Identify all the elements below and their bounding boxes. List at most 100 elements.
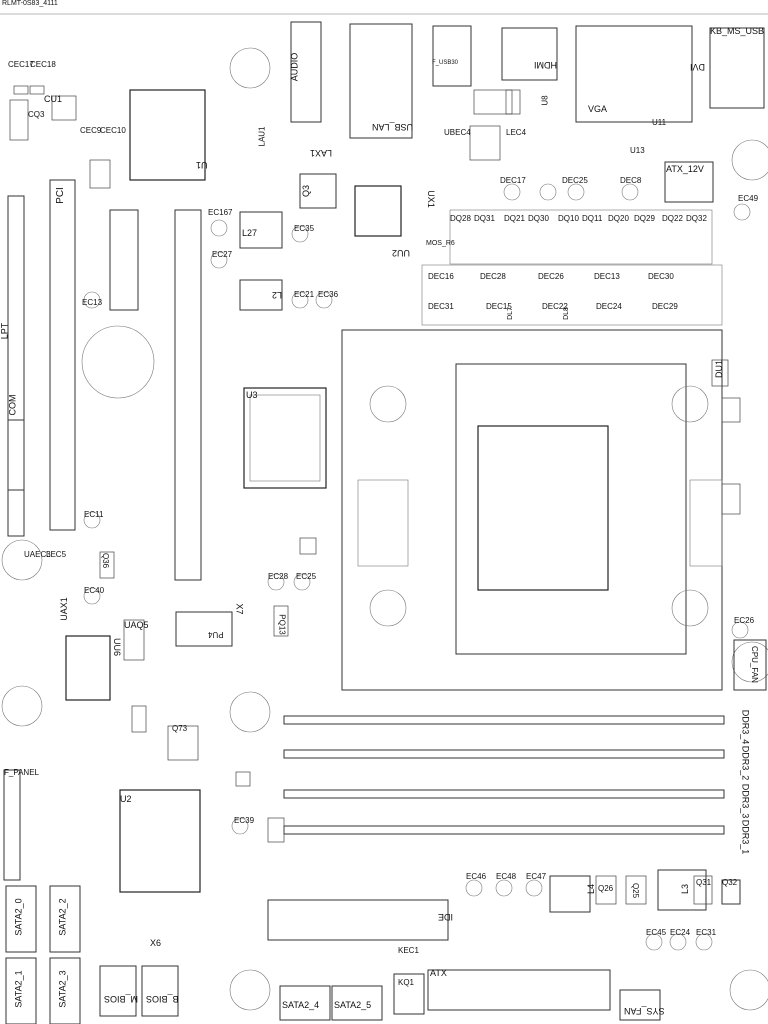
ec28-label: EC28 — [268, 572, 289, 581]
dvi-label: DVI — [690, 62, 706, 72]
dec8-label: DEC8 — [620, 176, 642, 185]
b-bios-label: B_BIOS — [146, 994, 179, 1004]
mount-hole — [1, 685, 43, 727]
inductor-l4 — [549, 875, 591, 913]
ec48-label: EC48 — [496, 872, 517, 881]
pci-e-slot — [174, 209, 202, 581]
ec40-label: EC40 — [84, 586, 105, 595]
usb30-connector — [432, 25, 472, 87]
ec36-label: EC36 — [318, 290, 339, 299]
ec39-label: EC39 — [234, 816, 255, 825]
sata2-4-connector — [279, 985, 331, 1021]
sata2-1-label: SATA2_1 — [13, 970, 24, 1008]
vrm-dq11: DQ11 — [582, 214, 603, 223]
uu6-label: UU6 — [112, 637, 123, 657]
dec17-label: DEC17 — [500, 176, 526, 185]
ec47-label: EC47 — [526, 872, 547, 881]
ec11-label: EC11 — [84, 510, 104, 519]
q25-label: Q25 — [631, 882, 641, 899]
vrm-mosfet-row — [421, 209, 723, 326]
x7-label: X7 — [234, 603, 245, 615]
cec17-label: CEC17 — [8, 60, 34, 69]
battery — [81, 325, 155, 399]
ddr3-slot-2 — [283, 749, 725, 759]
dec22-label: DEC22 — [542, 302, 568, 311]
uaec3-label: UAEC3 — [24, 550, 51, 559]
atx-label: ATX — [430, 968, 447, 978]
inductor-l2 — [239, 279, 283, 311]
sata2-2-label: SATA2_2 — [57, 898, 68, 936]
hdmi-label: HDMI — [534, 60, 557, 70]
ide-label: IDE — [438, 912, 454, 922]
chip-uu2 — [354, 185, 402, 237]
ubec4-label: UBEC4 — [444, 128, 471, 137]
atx-connector — [427, 969, 611, 1011]
cu1-label: CU1 — [44, 94, 63, 104]
ec46-label: EC46 — [466, 872, 487, 881]
mos-r6-label: MOS_R6 — [426, 240, 455, 247]
ec21-label: EC21 — [294, 290, 315, 299]
dec29-label: DEC29 — [652, 302, 678, 311]
u11-label: U11 — [652, 118, 667, 127]
mount-hole — [1, 539, 43, 581]
ec35-label: EC35 — [294, 224, 315, 233]
m-bios-label: M_BIOS — [104, 994, 139, 1004]
lax1-label: LAX1 — [310, 148, 333, 158]
ec45-label: EC45 — [646, 928, 667, 937]
cpu-fan-label: CPU_FAN — [749, 646, 759, 683]
q73-label: Q73 — [172, 724, 188, 733]
q32-label: Q32 — [722, 878, 738, 887]
dec25-label: DEC25 — [562, 176, 588, 185]
ec31-label: EC31 — [696, 928, 717, 937]
vrm-dq28: DQ28 — [450, 214, 471, 223]
usb-lan-connector — [349, 23, 413, 139]
mount-hole — [229, 691, 271, 733]
vrm-dq31: DQ31 — [474, 214, 495, 223]
sata2-5-connector — [331, 985, 383, 1021]
chip-u1 — [129, 89, 206, 181]
lec4-label: LEC4 — [506, 128, 527, 137]
vrm-dq22: DQ22 — [662, 214, 683, 223]
sata2-3-connector — [49, 957, 81, 1024]
ec167-label: EC167 — [208, 208, 233, 217]
ec49-label: EC49 — [738, 194, 759, 203]
cec9-label: CEC9 — [80, 126, 102, 135]
mount-hole — [229, 47, 271, 89]
f-panel-connector — [3, 769, 21, 881]
uaq5-label: UAQ5 — [124, 620, 149, 630]
m-bios — [99, 965, 137, 1017]
kq1-label: KQ1 — [398, 978, 415, 987]
u3-label: U3 — [246, 390, 258, 400]
ec13-label: EC13 — [82, 298, 103, 307]
pu4-label: PU4 — [208, 630, 224, 639]
l4-label: L4 — [586, 883, 597, 895]
mount-hole — [229, 969, 271, 1011]
vrm-dq30: DQ30 — [528, 214, 549, 223]
chip-u2 — [119, 789, 201, 893]
cpu-socket — [455, 363, 687, 655]
uu2-label: UU2 — [392, 248, 411, 258]
sys-fan-connector — [619, 989, 661, 1021]
mount-hole — [729, 969, 768, 1011]
cq3-label: CQ3 — [28, 110, 45, 119]
sys-fan-label: SYS_FAN — [624, 1006, 665, 1016]
ddr3-slot-3 — [283, 789, 725, 799]
pci-label: PCI — [54, 187, 66, 204]
vga-label: VGA — [588, 104, 608, 114]
du1-label: DU1 — [714, 359, 725, 379]
cec10-label: CEC10 — [100, 126, 126, 135]
ddr3-4-label: DDR3_4 — [740, 709, 751, 745]
dvi-vga-connector — [575, 25, 693, 123]
q31-label: Q31 — [696, 878, 712, 887]
l2-label: L2 — [272, 290, 283, 300]
kb-ms-usb-connector — [709, 27, 765, 109]
vrm-dq32: DQ32 — [686, 214, 707, 223]
chip-u3 — [243, 387, 327, 489]
u13-label: U13 — [630, 146, 645, 155]
pci-slot — [49, 179, 76, 531]
cpu-fan-connector — [733, 639, 767, 691]
ec27-label: EC27 — [212, 250, 233, 259]
lau1-label: LAU1 — [257, 126, 267, 147]
ide-connector — [267, 899, 449, 941]
